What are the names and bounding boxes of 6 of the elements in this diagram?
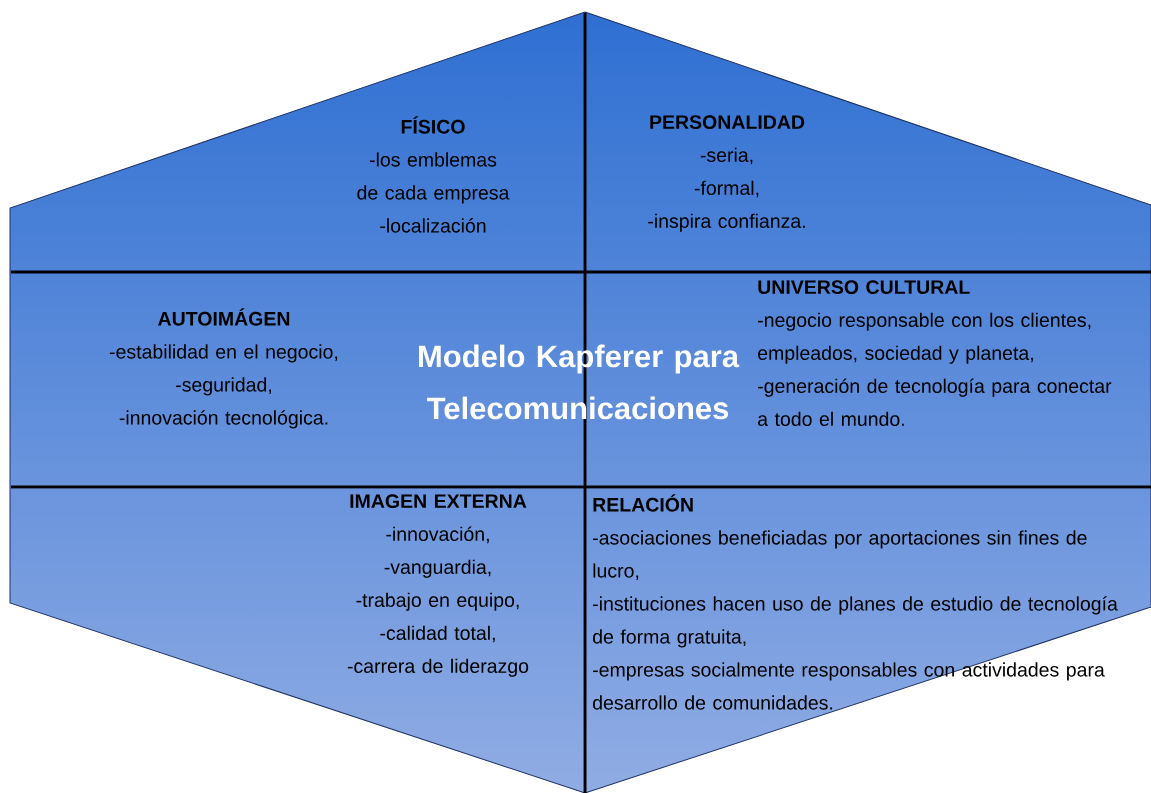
- section-text: FÍSICO -los emblemas de cada empresa -localización: [357, 116, 510, 233]
- section-text: PERSONALIDAD -seria, -formal, -inspira confianza.: [648, 115, 805, 232]
- section-text: RELACIÓN -asociaciones beneficiadas por aportaciones sin fines de lucro, -instituciones hacen uso de planes de estudio de tecnología de forma gratuita, -empresas socialmente responsables con actividades para desarrollo de comunidades.: [593, 494, 1118, 710]
- section-text: AUTOIMÁGEN -estabilidad en el negocio, -seguridad, -innovación tecnológica.: [109, 308, 338, 429]
- section-text: IMAGEN EXTERNA -innovación, -vanguardia, -trabajo en equipo, -calidad total, -carrera de liderazgo: [347, 494, 529, 677]
- section-text: UNIVERSO CULTURAL -negocio responsable con los clientes, empleados, sociedad y planeta, -generación de tecnología para conectar a todo el mundo.: [758, 280, 1112, 426]
